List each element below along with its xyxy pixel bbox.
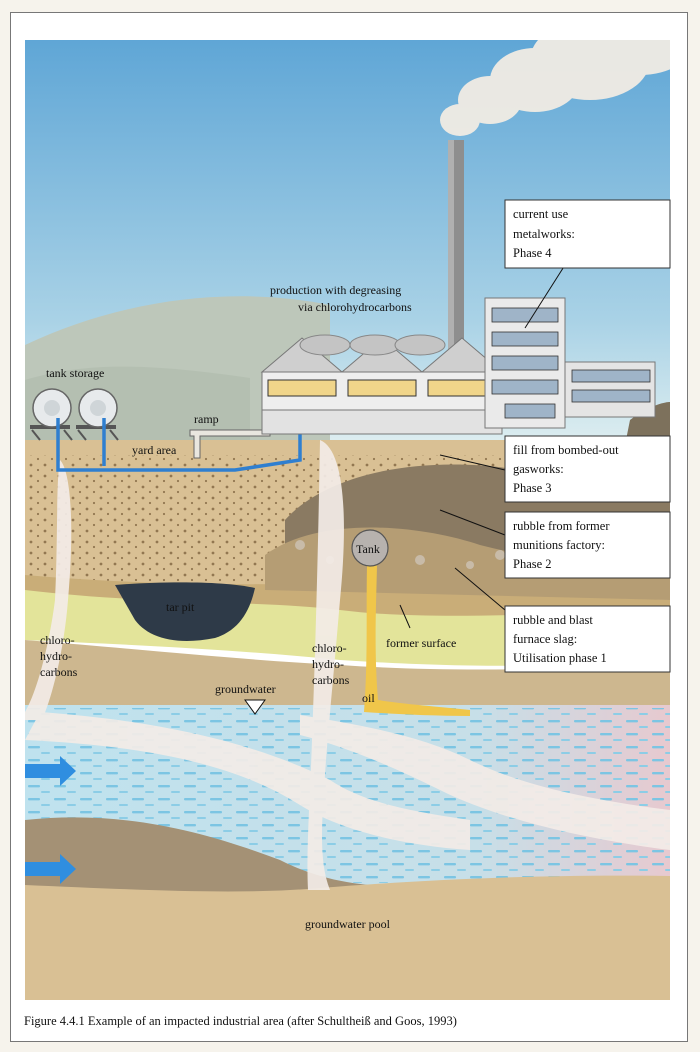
pipeline [56,418,302,472]
callout-phase1-line3: Utilisation phase 1 [513,651,607,665]
label-chloro-left-2: hydro- [40,649,72,663]
callout-phase1-line2: furnace slag: [513,632,577,646]
tar-pit [115,582,255,641]
label-oil: oil [362,691,375,705]
label-tank: Tank [356,542,380,556]
label-yard-area: yard area [132,443,177,457]
label-tank-storage: tank storage [46,366,104,380]
label-groundwater-pool: groundwater pool [305,917,391,931]
callout-phase3-line2: gasworks: [513,462,564,476]
oil-plume [364,565,470,716]
callout-phase3: fill from bombed-out gasworks: Phase 3 [504,435,671,503]
aquitard [25,875,670,1000]
smoke-cloud [440,40,670,136]
label-production-line2: via chlorohydrocarbons [298,300,412,314]
callout-phase3-line3: Phase 3 [513,481,552,495]
office-building [484,297,656,429]
callout-phase4-line1: current use [513,207,569,221]
callout-phase2-line2: munitions factory: [513,538,605,552]
label-chloro-left-3: carbons [40,665,78,679]
label-chloro-center-2: hydro- [312,657,344,671]
figure-caption: Figure 4.4.1 Example of an impacted indu… [24,1014,457,1028]
flow-arrow [25,756,76,884]
label-chloro-left-1: chloro- [40,633,75,647]
callout-phase2: rubble from former munitions factory: Ph… [504,511,671,579]
callout-phase4-line2: metalworks: [513,227,575,241]
callout-phase1-line1: rubble and blast [513,613,593,627]
label-chloro-center-3: carbons [312,673,350,687]
factory-hall [260,334,504,435]
callout-phase4: current use metalworks: Phase 4 [504,199,671,269]
callout-phase4-line3: Phase 4 [513,246,552,260]
label-production-line1: production with degreasing [270,283,401,297]
label-groundwater: groundwater [215,682,276,696]
callout-phase1: rubble and blast furnace slag: Utilisati… [504,605,671,673]
callout-phase2-line3: Phase 2 [513,557,552,571]
label-chloro-center-1: chloro- [312,641,347,655]
underground-tank [351,529,389,567]
callout-phase3-line1: fill from bombed-out [513,443,619,457]
tank-storage [30,388,119,441]
groundwater-marker [244,699,266,715]
label-former-surface: former surface [386,636,456,650]
label-ramp: ramp [194,412,219,426]
contaminant-plume [25,440,670,890]
leader-lines [399,264,566,629]
callout-phase2-line1: rubble from former [513,519,610,533]
label-tar-pit: tar pit [166,600,195,614]
